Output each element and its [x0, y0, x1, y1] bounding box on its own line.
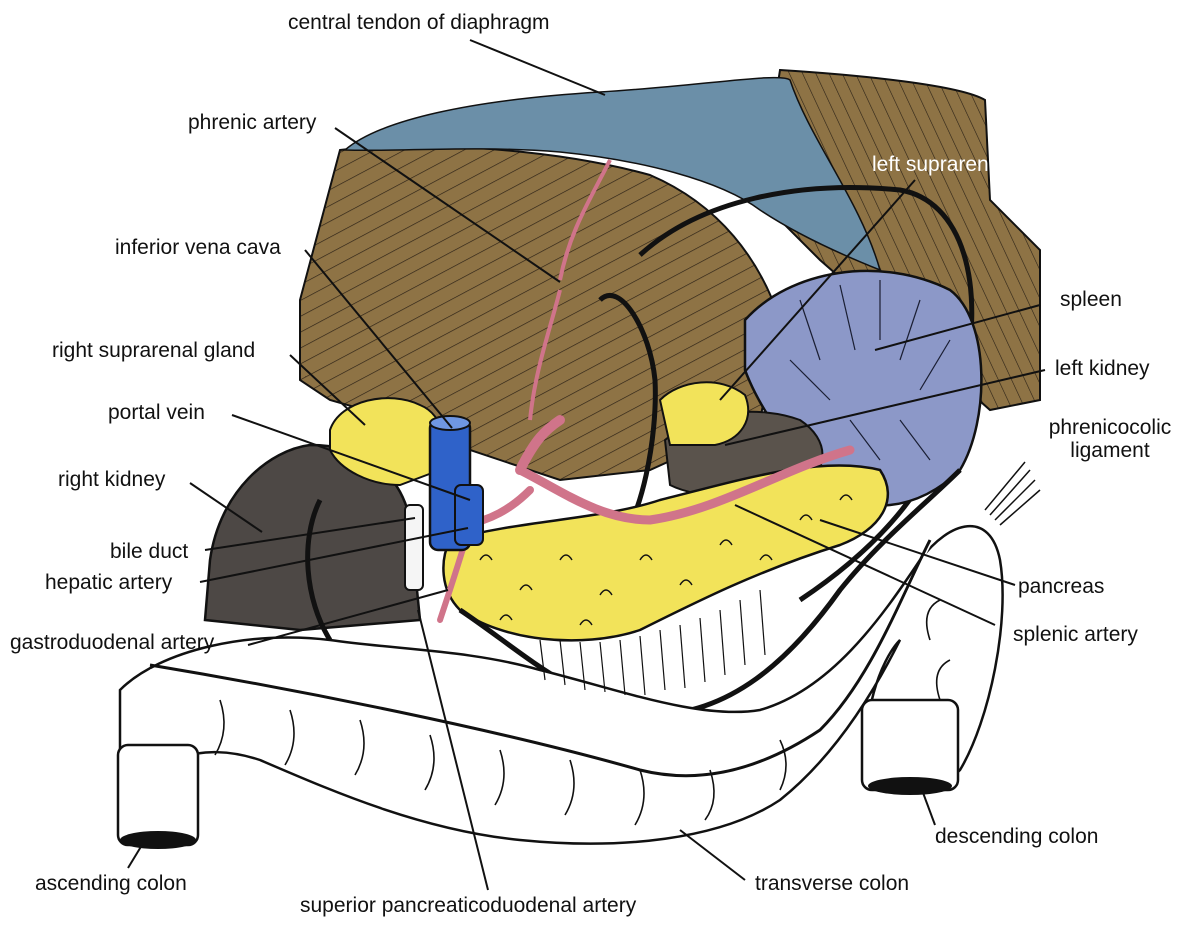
label-ivc: inferior vena cava [115, 237, 281, 258]
label-right-suprarenal: right suprarenal gland [52, 340, 255, 361]
label-phrenicocolic-line2: ligament [1040, 439, 1180, 462]
label-phrenic-artery: phrenic artery [188, 112, 316, 133]
label-phrenicocolic-line1: phrenicocolic [1040, 416, 1180, 439]
label-pancreas: pancreas [1018, 576, 1104, 597]
portal-vein-vessel [455, 485, 483, 545]
label-gastroduodenal: gastroduodenal artery [10, 632, 214, 653]
label-hepatic-artery: hepatic artery [45, 572, 172, 593]
left-suprarenal-shape [660, 382, 748, 445]
label-left-kidney: left kidney [1055, 358, 1150, 379]
leader-descending-colon [922, 790, 935, 825]
leader-transverse-colon [680, 830, 745, 880]
ascending-colon-stump [118, 745, 198, 845]
label-right-kidney: right kidney [58, 469, 165, 490]
label-left-suprarenal: left suprarenal gland [872, 154, 1062, 175]
label-phrenicocolic: phrenicocolic ligament [1040, 416, 1180, 462]
label-spleen: spleen [1060, 289, 1122, 310]
label-transverse-colon: transverse colon [755, 873, 909, 894]
label-ascending-colon: ascending colon [35, 873, 187, 894]
label-superior-pancreaticoduodenal: superior pancreaticoduodenal artery [300, 895, 636, 916]
label-central-tendon: central tendon of diaphragm [288, 12, 550, 33]
label-descending-colon: descending colon [935, 826, 1098, 847]
label-splenic-artery: splenic artery [1013, 624, 1138, 645]
descending-colon-stump [862, 700, 958, 790]
leader-central-tendon [470, 40, 605, 95]
label-bile-duct: bile duct [110, 541, 188, 562]
label-portal-vein: portal vein [108, 402, 205, 423]
